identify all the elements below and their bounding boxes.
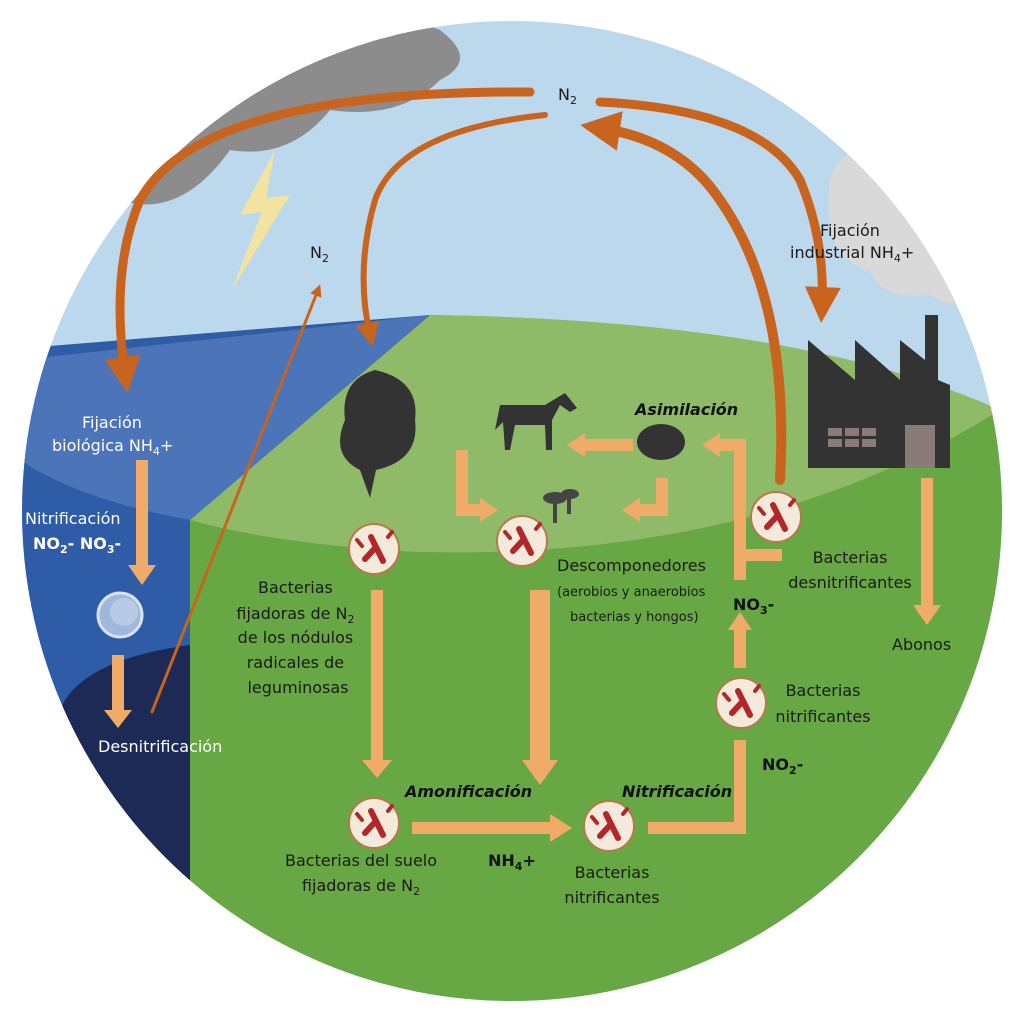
bacteria-icon xyxy=(497,516,547,566)
bacteria-icon xyxy=(584,801,634,851)
nitrification-label: Nitrificación xyxy=(622,782,732,801)
denitrification-label: Desnitrificación xyxy=(98,737,222,756)
ocean-nitrite-nitrate-label: NO2- NO3- xyxy=(33,534,121,556)
bacteria-icon xyxy=(349,798,399,848)
arrow-n2-to-factory xyxy=(595,97,841,323)
nitrogen-flow-arrows xyxy=(104,87,841,714)
arrow-denitrification-to-n2 xyxy=(580,111,787,485)
process-arrows xyxy=(112,439,933,834)
n2-lightning-label: N2 xyxy=(310,243,329,265)
nitrate-label: NO3- xyxy=(733,595,774,617)
mushroom-icon xyxy=(543,489,579,523)
decomposers-label: Descomponedores xyxy=(557,556,706,575)
n2-atmosphere-label: N2 xyxy=(558,85,577,107)
ammonium-label: NH4+ xyxy=(488,851,536,873)
ocean-nitrification-label: Nitrificación xyxy=(25,509,121,528)
bacteria-icon xyxy=(751,492,801,542)
assimilation-label: Asimilación xyxy=(633,400,738,419)
lightning-icon xyxy=(232,150,290,290)
arrow-desnitrificacion-to-n2 xyxy=(150,284,322,714)
horse-icon xyxy=(495,393,577,450)
arrow-n2-to-biological-fixation xyxy=(104,87,535,393)
decomposers-detail-2: bacterias y hongos) xyxy=(570,610,699,625)
nodule-bacteria-label: Bacterias fijadoras de N2 de los nódulos… xyxy=(236,578,359,697)
fertilizers-label: Abonos xyxy=(892,635,951,654)
land-surface xyxy=(190,315,1000,553)
deep-ocean xyxy=(60,645,190,1001)
ammonification-label: Amonificación xyxy=(403,782,532,801)
plankton-icon xyxy=(96,591,144,639)
bacteria-icon xyxy=(716,678,766,728)
tree-icon xyxy=(340,370,416,498)
factory-icon xyxy=(808,315,950,468)
grass-icon xyxy=(637,424,685,460)
arrowheads xyxy=(104,433,941,842)
nitrite-label: NO2- xyxy=(762,755,803,777)
decomposers-detail-1: (aerobios y anaerobios xyxy=(557,585,706,600)
arrow-n2-to-tree xyxy=(355,112,548,347)
bacteria-icon xyxy=(349,524,399,574)
